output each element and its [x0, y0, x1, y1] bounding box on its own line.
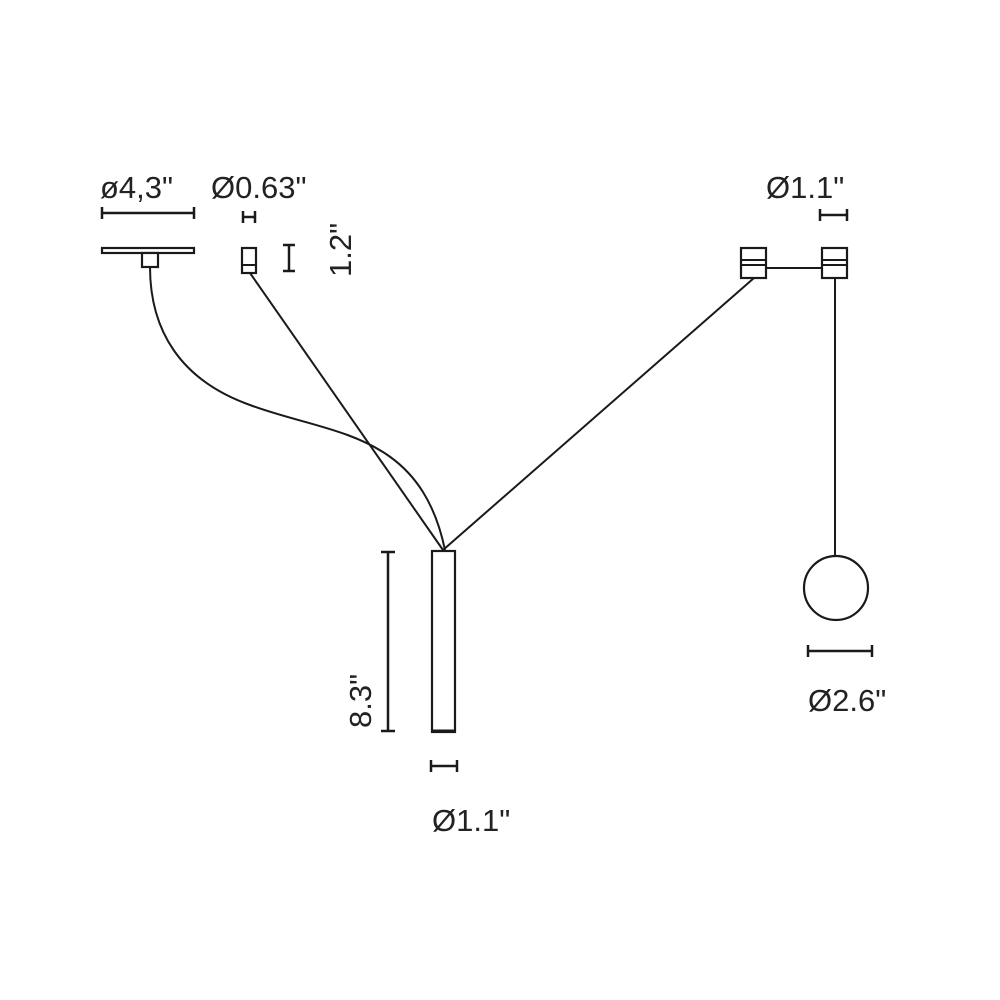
- anchor-diameter-label: Ø0.63": [211, 170, 306, 205]
- canopy-cable: [149, 266, 446, 551]
- connector-right: [820, 246, 849, 280]
- tube-diameter-line: [429, 760, 459, 772]
- pendant-tube: [430, 549, 457, 734]
- connector-cable: [442, 277, 755, 551]
- globe-dimension-line: [806, 645, 874, 657]
- anchor-height-label: 1.2": [323, 223, 358, 277]
- anchor-height-line: [283, 243, 295, 273]
- connector-dimension-line: [818, 209, 849, 221]
- connector-diameter-label: Ø1.1": [766, 170, 844, 205]
- tube-length-label: 8.3": [343, 674, 378, 728]
- canopy-diameter-label: ø4,3": [100, 170, 173, 205]
- anchor-cylinder: [240, 246, 258, 275]
- canopy-stem: [140, 251, 160, 269]
- globe: [802, 554, 870, 622]
- globe-diameter-label: Ø2.6": [808, 683, 886, 718]
- tube-diameter-label: Ø1.1": [432, 803, 510, 838]
- anchor-diameter-line: [241, 211, 257, 223]
- connector-left: [739, 246, 768, 280]
- tube-length-line: [381, 550, 395, 733]
- anchor-cable: [249, 272, 444, 551]
- canopy-dimension-line: [100, 207, 196, 219]
